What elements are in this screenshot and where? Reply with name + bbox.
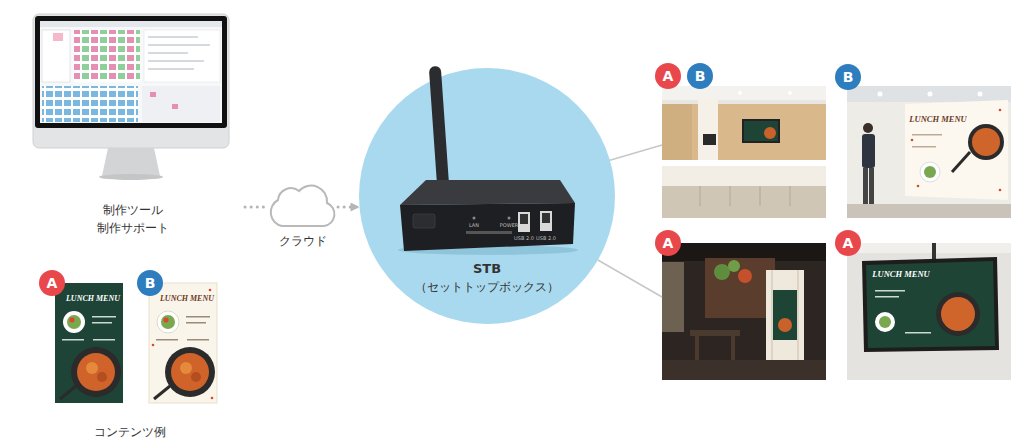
poster-title: LUNCH MENU xyxy=(65,294,121,304)
stb-device xyxy=(398,66,578,255)
photo-wall-poster xyxy=(847,86,1011,218)
poster-green xyxy=(55,283,123,403)
stb-subtitle: （セットトップボックス） xyxy=(387,279,587,295)
photo-node: AB xyxy=(662,86,826,218)
port-label: LAN xyxy=(464,222,484,228)
cloud-outline xyxy=(271,186,335,226)
photo-node: ALUNCH MENU xyxy=(847,243,1011,380)
photo-cafeteria xyxy=(662,86,826,218)
dotted-connector xyxy=(338,206,359,209)
poster-title: LUNCH MENU xyxy=(159,294,215,304)
stb-circle xyxy=(359,68,615,324)
cloud-label: クラウド xyxy=(268,233,338,249)
badge: B xyxy=(835,64,861,90)
stb-title: STB xyxy=(359,261,615,277)
photo-node: BLUNCH MENU xyxy=(847,86,1011,218)
cloud-node: クラウド xyxy=(268,183,338,249)
badge: A xyxy=(835,230,861,256)
dotted-connector xyxy=(245,206,268,209)
monitor-illustration xyxy=(33,14,229,180)
caption-text: 制作サポート xyxy=(20,220,245,236)
stb-circle-node: STB （セットトップボックス） xyxy=(359,68,615,324)
port-label: USB 2.0 xyxy=(513,235,535,241)
badge: A xyxy=(655,63,681,89)
content-caption: コンテンツ例 xyxy=(60,424,200,440)
connector-line xyxy=(598,260,662,297)
content-poster: BLUNCH MENU xyxy=(149,283,217,403)
photo-restaurant xyxy=(662,243,826,380)
poster-title: LUNCH MENU xyxy=(909,114,967,124)
connector-line xyxy=(610,145,662,160)
port-label: POWER xyxy=(497,222,521,228)
poster-cream xyxy=(149,283,217,403)
caption-text: 制作ツール xyxy=(20,202,245,218)
port-label: USB 2.0 xyxy=(535,235,557,241)
content-poster: ALUNCH MENU xyxy=(55,283,123,403)
badge: B xyxy=(137,270,163,296)
photo-hanging-monitor xyxy=(847,243,1011,380)
badge: A xyxy=(39,270,65,296)
tool-caption-box: 制作ツール制作サポート xyxy=(20,202,245,240)
badge: A xyxy=(655,230,681,256)
poster-title: LUNCH MENU xyxy=(871,269,931,279)
photo-node: A xyxy=(662,243,826,380)
badge: B xyxy=(687,63,713,89)
